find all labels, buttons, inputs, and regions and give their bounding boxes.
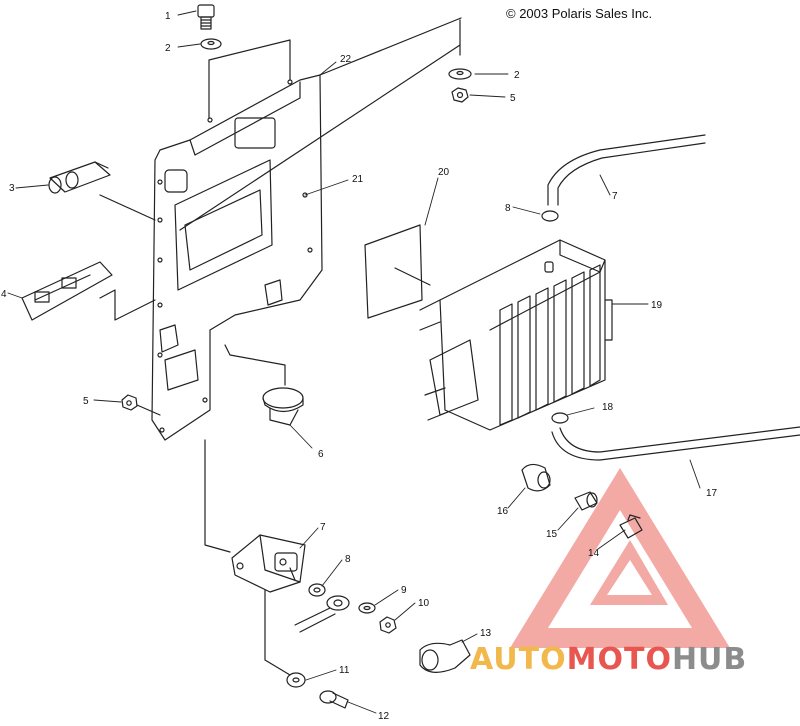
- callout-labels: 1 2 2 3 4 5 5 6 7 7 8 8 9 10 11 12 13 14…: [1, 11, 718, 722]
- callout-16: 16: [497, 506, 509, 517]
- callout-20: 20: [438, 167, 450, 178]
- callout-22: 22: [340, 54, 352, 65]
- fitting-part-14: [619, 514, 643, 539]
- washer-part-11: [286, 672, 306, 688]
- watermark-text: AUTOMOTOHUB: [470, 642, 747, 677]
- mounting-plate: [151, 74, 323, 441]
- nut-part-10: [379, 616, 397, 634]
- spacer-part-15: [574, 491, 598, 511]
- washer-part-9: [358, 602, 376, 614]
- callout-5-left: 5: [83, 396, 89, 407]
- hose-part-17-lower: [551, 426, 800, 461]
- bolt-part-12: [319, 690, 349, 709]
- callout-2-right: 2: [514, 70, 520, 81]
- voltage-regulator-part-19: [419, 239, 613, 431]
- bracket-part-4: [21, 261, 113, 321]
- clamp-part-18-lower: [551, 412, 569, 424]
- callout-19: 19: [651, 300, 663, 311]
- callout-15: 15: [546, 529, 558, 540]
- callout-1: 1: [165, 11, 171, 22]
- clamp-part-6: [262, 387, 304, 426]
- watermark-hub: HUB: [671, 642, 748, 677]
- callout-17: 17: [706, 488, 718, 499]
- watermark-moto: MOTO: [566, 642, 672, 677]
- callout-18: 18: [602, 402, 614, 413]
- callout-7-hose: 7: [612, 191, 618, 202]
- callout-5-right: 5: [510, 93, 516, 104]
- washer-part-2-right: [448, 68, 472, 80]
- boot-part-13: [419, 639, 471, 673]
- callout-21: 21: [352, 174, 364, 185]
- callout-2-top: 2: [165, 43, 171, 54]
- callout-7-solenoid: 7: [320, 522, 326, 533]
- hose-part-17-upper: [547, 134, 706, 206]
- callout-11: 11: [339, 665, 350, 676]
- callout-12: 12: [378, 711, 390, 721]
- bolt-part-1: [197, 4, 215, 30]
- ring-terminal-cable: [294, 595, 350, 633]
- copyright-notice: © 2003 Polaris Sales Inc.: [506, 6, 653, 21]
- callout-3: 3: [9, 183, 15, 194]
- grommet-part-3: [48, 161, 111, 194]
- callout-4: 4: [1, 289, 7, 300]
- solenoid-part-7: [231, 534, 306, 593]
- callout-8-clamp: 8: [505, 203, 511, 214]
- nut-part-5-left: [121, 394, 138, 411]
- clamp-part-18-upper: [541, 210, 559, 222]
- watermark-logo-icon: [510, 468, 730, 648]
- callout-9: 9: [401, 585, 407, 596]
- callout-8-washer: 8: [345, 554, 351, 565]
- callout-6: 6: [318, 449, 324, 460]
- bushing-part-16: [521, 463, 551, 492]
- callout-10: 10: [418, 598, 430, 609]
- label-part-20: [364, 224, 423, 319]
- leader-lines: [7, 10, 701, 714]
- nut-part-5-right: [451, 87, 469, 103]
- callout-13: 13: [480, 628, 492, 639]
- watermark-auto: AUTO: [470, 642, 567, 677]
- washer-part-8: [308, 583, 326, 597]
- washer-part-2-top: [200, 38, 222, 50]
- callout-14: 14: [588, 548, 600, 559]
